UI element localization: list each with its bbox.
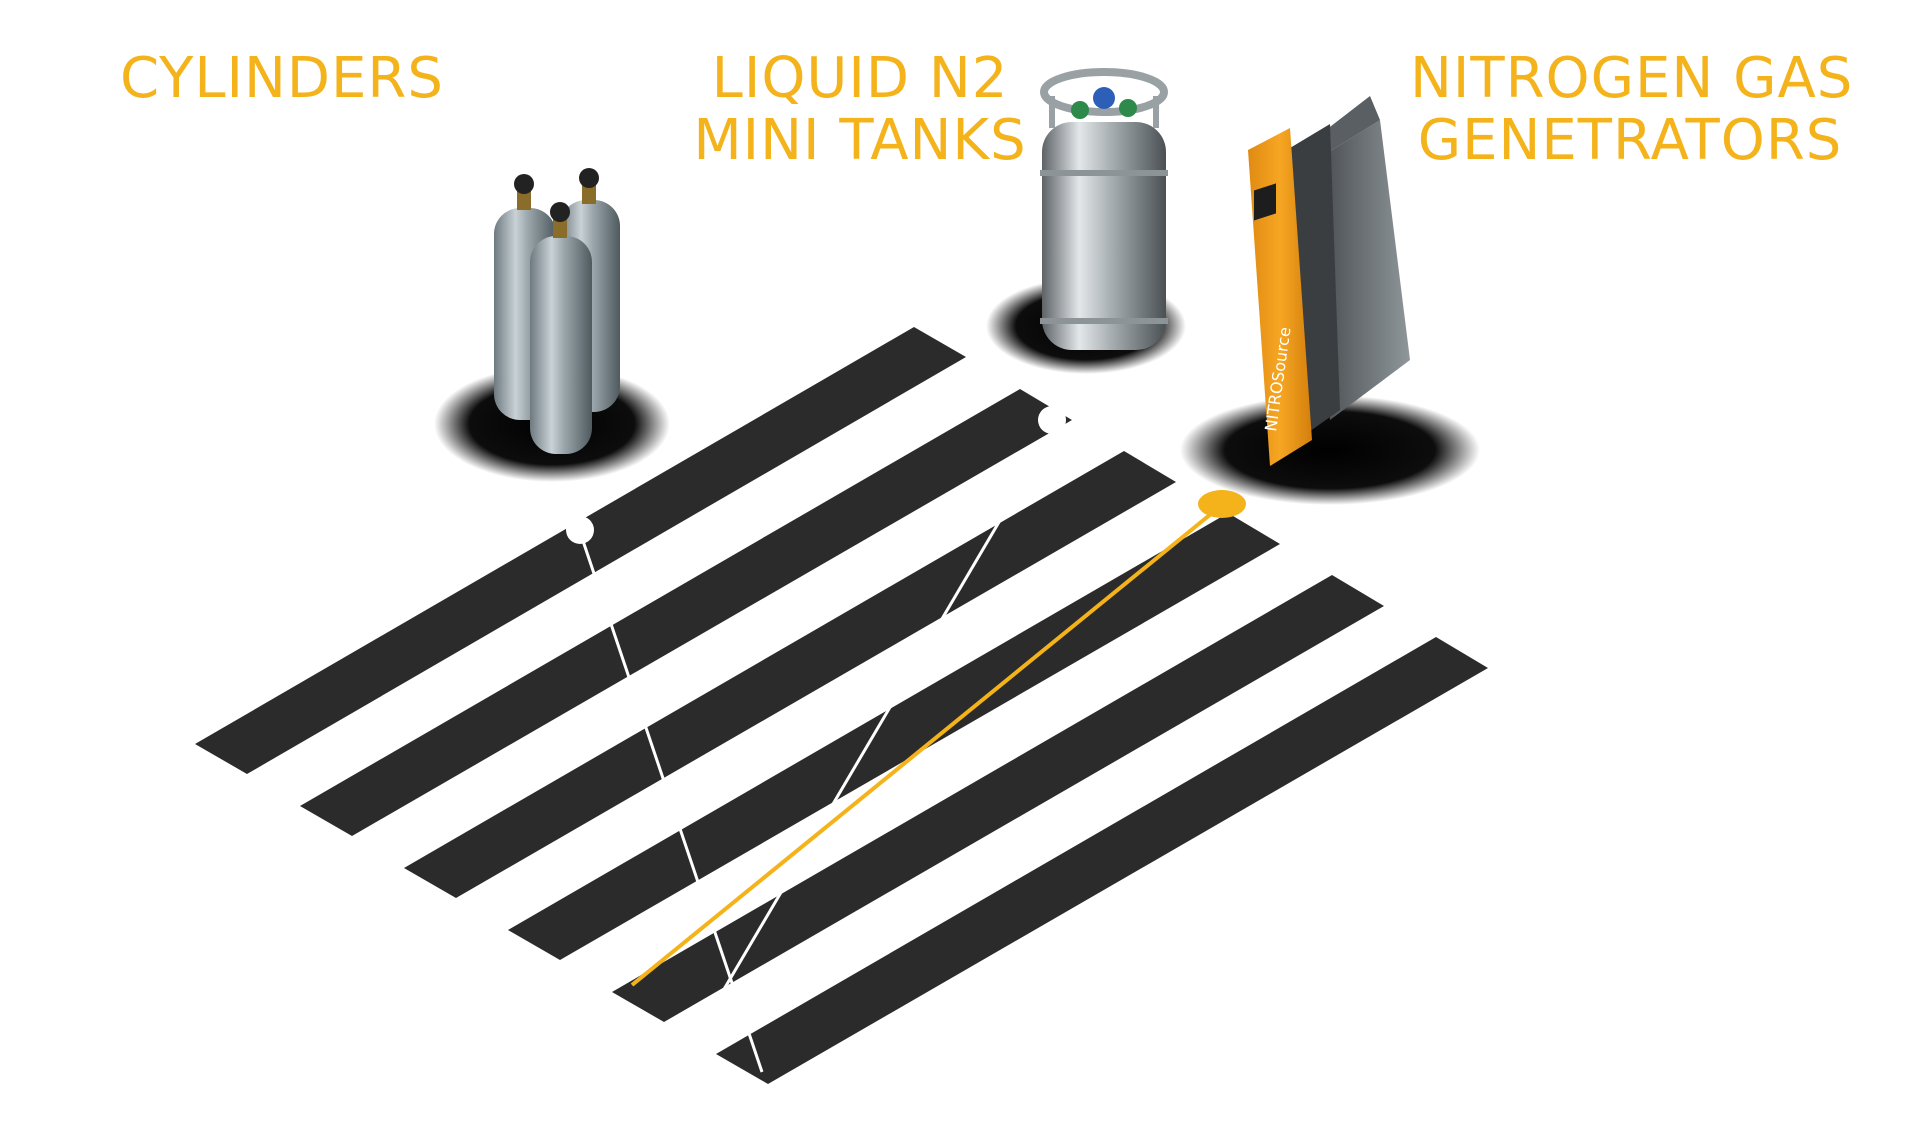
cylinders-illustration [434,168,670,482]
bar-1 [195,327,966,774]
gauge-blue-icon [1093,87,1115,109]
valve-knob-icon [579,168,599,188]
cylinders-label: CYLINDERS [120,46,444,111]
bar-group [195,327,1488,1084]
nitrogen-generator-illustration: NITROSource [1180,96,1480,505]
cylinder-front [530,236,592,454]
generator-label: NITROGEN GAS GENETRATORS [1410,46,1854,173]
bar-2 [300,389,1072,836]
bar-3 [404,451,1176,898]
connector-node-cylinders [566,516,594,544]
tank-seam [1040,318,1168,324]
generator-label-line2: GENETRATORS [1417,108,1843,173]
connector-line-liquid [698,431,1054,1031]
liquid-n2-label-line1: LIQUID N2 [711,46,1009,111]
generator-label-line1: NITROGEN GAS [1410,46,1854,111]
cylinders-label-line1: CYLINDERS [120,46,444,111]
tank-body [1042,122,1166,350]
valve-green-icon [1119,99,1137,117]
valve-knob-icon [550,202,570,222]
connector-node-generator [1198,490,1246,518]
connector-line-generator [630,503,1224,987]
connector-node-liquid [1038,406,1066,434]
bar-5 [612,575,1384,1022]
bar-6 [716,637,1488,1084]
liquid-n2-label-line2: MINI TANKS [693,108,1027,173]
generator-shadow [1180,395,1480,505]
bar-4 [508,513,1280,960]
tank-handle-ring [1040,68,1168,116]
display-screen-icon [1254,183,1276,221]
valve-knob-icon [514,174,534,194]
valve-green-icon [1071,101,1089,119]
tank-seam [1040,170,1168,176]
connector-line-cylinders [578,531,764,1073]
valve-icon [582,182,596,204]
valve-icon [517,188,531,210]
liquid-n2-label: LIQUID N2 MINI TANKS [690,48,1030,172]
liquid-n2-tank-illustration [986,68,1186,374]
valve-icon [553,216,567,238]
